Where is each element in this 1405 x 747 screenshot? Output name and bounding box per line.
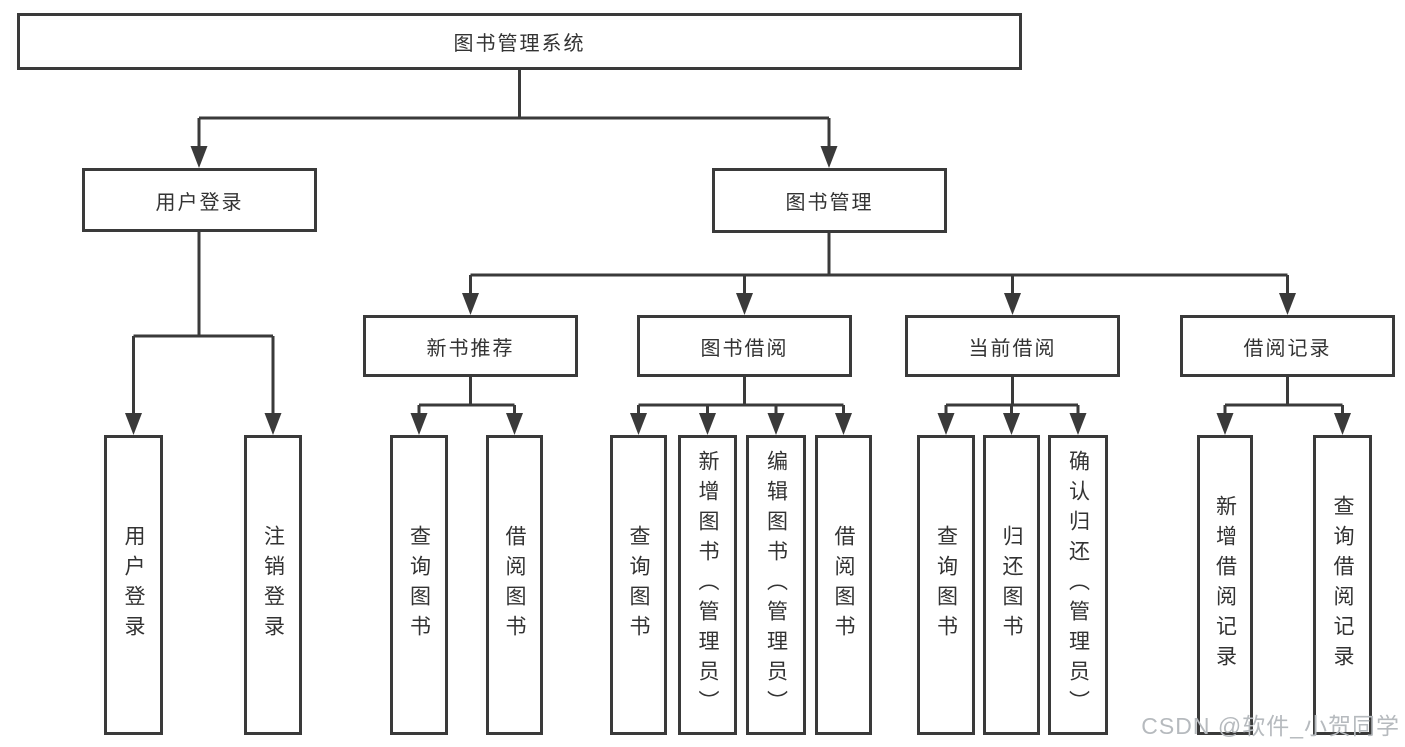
node-user-login: 用户登录 xyxy=(82,168,317,232)
leaf-edit-books-admin: 编辑图书（管理员） xyxy=(746,435,806,735)
arrowheads xyxy=(125,146,1351,435)
node-borrowing-records: 借阅记录 xyxy=(1180,315,1395,377)
leaf-add-books-admin: 新增图书（管理员） xyxy=(678,435,737,735)
leaf-recommend-query-books: 查询图书 xyxy=(390,435,448,735)
leaf-borrowing-query-books: 查询图书 xyxy=(610,435,667,735)
node-new-book-recommendation: 新书推荐 xyxy=(363,315,578,377)
leaf-add-borrow-record: 新增借阅记录 xyxy=(1197,435,1253,735)
node-library-management-system: 图书管理系统 xyxy=(17,13,1022,70)
leaf-query-borrow-record: 查询借阅记录 xyxy=(1313,435,1372,735)
csdn-watermark: CSDN @软件_小贺同学 xyxy=(1141,713,1400,739)
node-current-borrowing: 当前借阅 xyxy=(905,315,1120,377)
leaf-borrowing-borrow-books: 借阅图书 xyxy=(815,435,872,735)
leaf-logout: 注销登录 xyxy=(244,435,302,735)
node-book-management: 图书管理 xyxy=(712,168,947,233)
leaf-return-books: 归还图书 xyxy=(983,435,1040,735)
leaf-user-login: 用户登录 xyxy=(104,435,163,735)
leaf-confirm-return-admin: 确认归还（管理员） xyxy=(1048,435,1108,735)
leaf-current-query-books: 查询图书 xyxy=(917,435,975,735)
node-book-borrowing: 图书借阅 xyxy=(637,315,852,377)
leaf-recommend-borrow-books: 借阅图书 xyxy=(486,435,543,735)
